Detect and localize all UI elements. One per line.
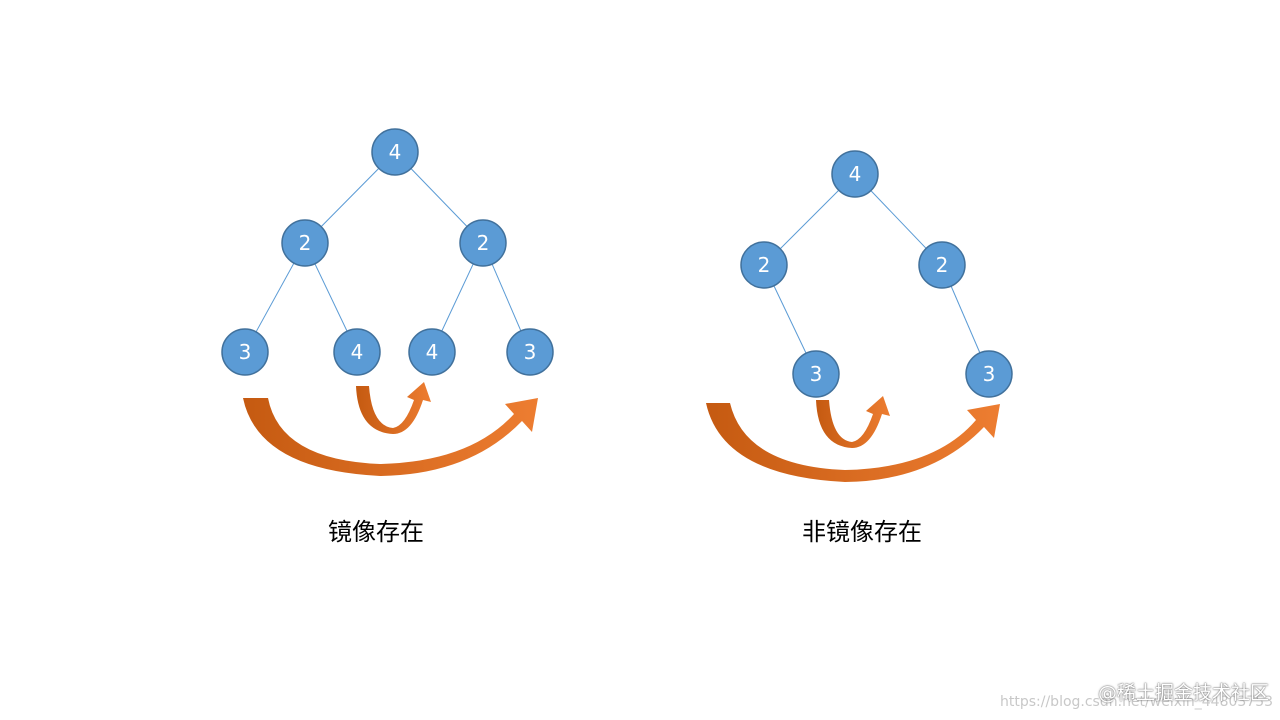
node-value: 3 — [524, 340, 537, 364]
curved-arrow-icon — [706, 403, 1000, 482]
curved-arrow-icon — [356, 382, 431, 434]
node-value: 4 — [351, 340, 364, 364]
non-mirror-caption: 非镜像存在 — [802, 518, 922, 546]
tree-node: 4 — [831, 150, 879, 198]
tree-node: 4 — [333, 328, 381, 376]
node-value: 3 — [983, 362, 996, 386]
tree-node: 3 — [792, 350, 840, 398]
tree-node: 2 — [740, 241, 788, 289]
curved-arrow-icon — [243, 398, 538, 476]
node-value: 4 — [426, 340, 439, 364]
tree-node: 2 — [918, 241, 966, 289]
mirror-tree: 4 2 2 3 4 4 3 — [221, 128, 554, 476]
tree-node: 4 — [408, 328, 456, 376]
watermark-url: https://blog.csdn.net/weixin_44803753 — [1000, 694, 1274, 710]
node-value: 2 — [477, 231, 490, 255]
tree-node: 3 — [506, 328, 554, 376]
node-value: 2 — [758, 253, 771, 277]
node-value: 3 — [239, 340, 252, 364]
mirror-caption: 镜像存在 — [328, 518, 424, 546]
node-value: 2 — [299, 231, 312, 255]
tree-node: 4 — [371, 128, 419, 176]
non-mirror-tree: 4 2 2 3 3 — [706, 150, 1013, 482]
node-value: 3 — [810, 362, 823, 386]
node-value: 4 — [389, 140, 402, 164]
tree-node: 2 — [459, 219, 507, 267]
tree-node: 3 — [221, 328, 269, 376]
tree-node: 2 — [281, 219, 329, 267]
tree-node: 3 — [965, 350, 1013, 398]
watermark-text: @稀土掘金技术社区 — [1098, 682, 1270, 704]
node-value: 4 — [849, 162, 862, 186]
node-value: 2 — [936, 253, 949, 277]
curved-arrow-icon — [816, 396, 890, 448]
